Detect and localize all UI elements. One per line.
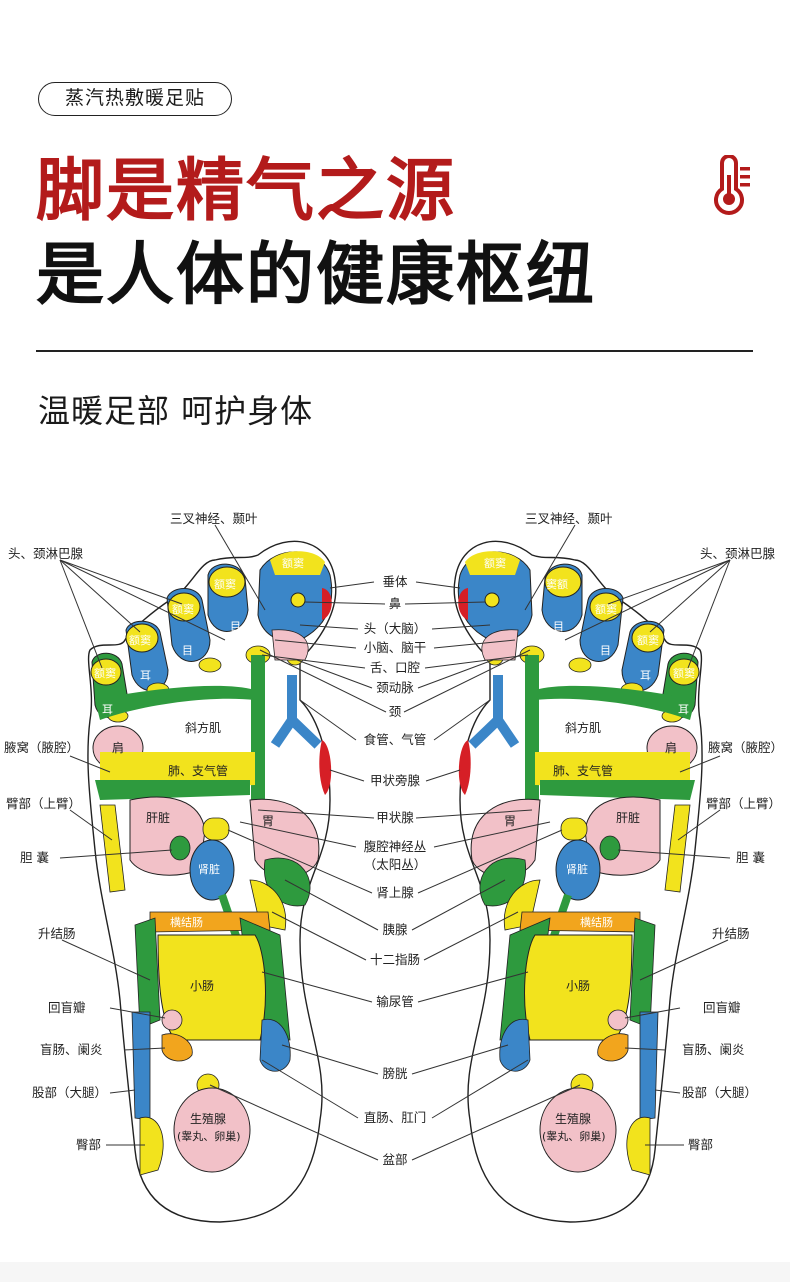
zone-lung: 肺、支气管 — [553, 763, 613, 778]
right-foot-zone-labels: 额窦 窦额 额窦 额窦 额窦 目 目 耳 耳 斜方肌 肩 肺、支气管 肝脏 胃 … — [484, 557, 695, 1143]
label-ascending-colon: 升结肠 — [712, 926, 750, 941]
label-upper-arm: 臂部（上臂） — [6, 796, 81, 811]
zone-stomach: 胃 — [504, 814, 516, 828]
zone-sinus: 额窦 — [94, 667, 116, 680]
zone-kidney: 肾脏 — [198, 863, 220, 876]
outer-labels-right: 三叉神经、颞叶 头、颈淋巴腺 腋窝（腋腔） 臂部（上臂） 胆 囊 升结肠 回盲瓣… — [525, 511, 783, 1152]
headline-line-2: 是人体的健康枢纽 — [36, 236, 597, 315]
zone-eye: 目 — [182, 644, 193, 657]
zone-sinus: 额窦 — [172, 603, 194, 616]
label-parathyroid: 甲状旁腺 — [370, 773, 421, 788]
footer-strip — [0, 1262, 790, 1282]
header-divider — [36, 350, 753, 352]
label-head-brain: 头（大脑） — [364, 621, 427, 636]
label-cerebellum: 小脑、脑干 — [364, 640, 427, 655]
label-cecum: 盲肠、阑炎 — [40, 1042, 103, 1057]
zone-ear: 耳 — [678, 703, 689, 716]
label-gallbladder: 胆 囊 — [736, 850, 765, 865]
zone-small-intestine: 小肠 — [566, 979, 590, 993]
thermometer-icon — [714, 155, 750, 215]
zone-trapezius: 斜方肌 — [185, 720, 221, 735]
label-armpit: 腋窝（腋腔） — [708, 740, 783, 755]
label-thigh: 股部（大腿） — [682, 1085, 757, 1100]
label-tongue-mouth: 舌、口腔 — [370, 660, 420, 675]
zone-eye: 目 — [553, 620, 564, 633]
label-solar-plexus: 腹腔神经丛 — [364, 839, 427, 854]
zone-ear: 耳 — [102, 703, 113, 716]
zone-sinus: 额窦 — [595, 603, 617, 616]
zone-sinus: 额窦 — [673, 667, 695, 680]
zone-lung: 肺、支气管 — [168, 763, 228, 778]
zone-stomach: 胃 — [262, 814, 274, 828]
zone-sinus: 额窦 — [129, 634, 151, 647]
label-duodenum: 十二指肠 — [370, 952, 420, 967]
label-trigeminal: 三叉神经、颞叶 — [170, 511, 258, 526]
zone-eye: 目 — [600, 644, 611, 657]
label-esophagus: 食管、气管 — [364, 732, 427, 747]
foot-reflexology-diagram: 额窦 额窦 额窦 额窦 额窦 目 目 耳 耳 斜方肌 肩 肺、支气管 肝脏 胃 … — [4, 511, 783, 1230]
label-cecum: 盲肠、阑炎 — [682, 1042, 745, 1057]
label-thyroid: 甲状腺 — [376, 810, 414, 825]
zone-shoulder: 肩 — [665, 740, 677, 755]
label-armpit: 腋窝（腋腔） — [4, 740, 79, 755]
zone-shoulder: 肩 — [112, 740, 124, 755]
label-pituitary: 垂体 — [382, 574, 408, 589]
subtitle: 温暖足部 呵护身体 — [38, 392, 314, 430]
label-bladder: 膀胱 — [382, 1066, 408, 1081]
label-buttock: 臀部 — [688, 1137, 713, 1152]
zone-transverse-colon: 横结肠 — [580, 915, 613, 929]
label-buttock: 臀部 — [76, 1137, 101, 1152]
zone-trapezius: 斜方肌 — [565, 720, 601, 735]
label-trigeminal: 三叉神经、颞叶 — [525, 511, 613, 526]
zone-sinus: 额窦 — [214, 578, 236, 591]
zone-gonad: 生殖腺 — [190, 1111, 226, 1126]
zone-sinus: 额窦 — [484, 557, 506, 570]
zone-sinus: 额窦 — [637, 634, 659, 647]
zone-gonad-sub: (睾丸、卵巢) — [542, 1129, 606, 1143]
label-adrenal: 肾上腺 — [376, 885, 414, 900]
label-neck: 颈 — [389, 704, 402, 719]
zone-small-intestine: 小肠 — [190, 979, 214, 993]
zone-transverse-colon: 横结肠 — [170, 915, 203, 929]
label-solar-plexus-sub: （太阳丛） — [364, 857, 427, 872]
zone-liver: 肝脏 — [616, 810, 640, 825]
label-lymph: 头、颈淋巴腺 — [700, 546, 776, 561]
zone-eye: 目 — [230, 620, 241, 633]
zone-ear: 耳 — [640, 669, 651, 682]
zone-sinus: 窦额 — [546, 578, 568, 591]
label-ascending-colon: 升结肠 — [38, 926, 76, 941]
label-gallbladder: 胆 囊 — [20, 850, 49, 865]
label-ileocecal: 回盲瓣 — [703, 1000, 741, 1015]
label-ureter: 输尿管 — [376, 994, 414, 1009]
label-thigh: 股部（大腿） — [32, 1085, 107, 1100]
label-lymph: 头、颈淋巴腺 — [8, 546, 84, 561]
leader-lines — [59, 524, 731, 1161]
zone-ear: 耳 — [140, 669, 151, 682]
label-ileocecal: 回盲瓣 — [48, 1000, 86, 1015]
label-pancreas: 胰腺 — [382, 922, 408, 937]
headline-line-1: 脚是精气之源 — [36, 152, 457, 231]
label-upper-arm: 臂部（上臂） — [706, 796, 781, 811]
zone-liver: 肝脏 — [146, 810, 170, 825]
zone-gonad: 生殖腺 — [555, 1111, 591, 1126]
outer-labels-left: 三叉神经、颞叶 头、颈淋巴腺 腋窝（腋腔） 臂部（上臂） 胆 囊 升结肠 回盲瓣… — [4, 511, 258, 1152]
zone-gonad-sub: (睾丸、卵巢) — [177, 1129, 241, 1143]
zone-sinus: 额窦 — [282, 557, 304, 570]
product-tag: 蒸汽热敷暖足贴 — [38, 82, 232, 116]
label-carotid: 颈动脉 — [376, 680, 414, 695]
label-nose: 鼻 — [389, 596, 402, 611]
label-pelvis: 盆部 — [382, 1152, 407, 1167]
zone-kidney: 肾脏 — [566, 863, 588, 876]
center-labels: 垂体 鼻 头（大脑） 小脑、脑干 舌、口腔 颈动脉 颈 食管、气管 甲状旁腺 甲… — [364, 574, 427, 1167]
left-foot-zone-labels: 额窦 额窦 额窦 额窦 额窦 目 目 耳 耳 斜方肌 肩 肺、支气管 肝脏 胃 … — [94, 557, 304, 1143]
label-rectum: 直肠、肛门 — [364, 1110, 427, 1125]
